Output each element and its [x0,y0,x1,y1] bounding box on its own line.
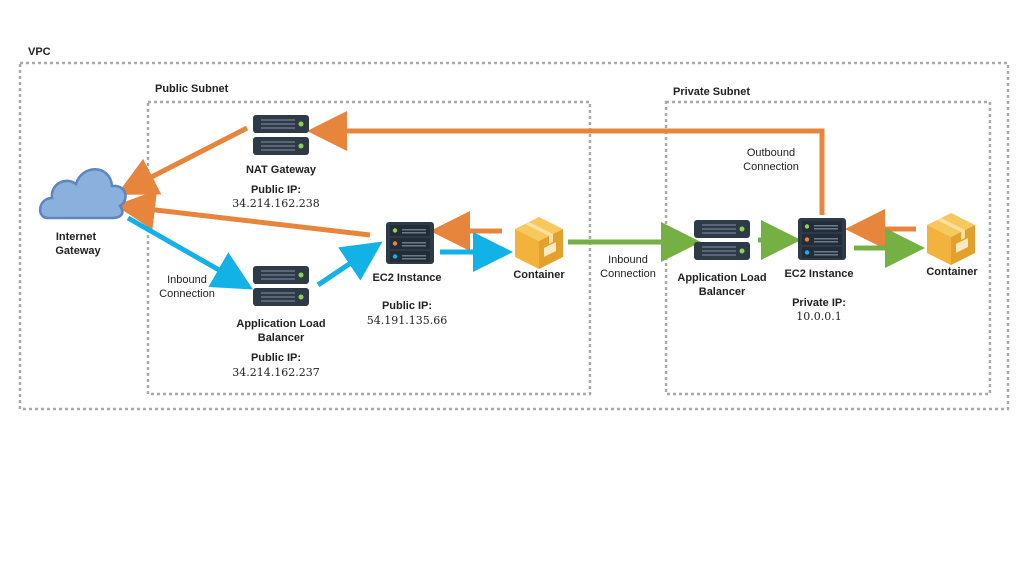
public-inbound-caption-line2: Connection [159,288,215,300]
nat-gateway-ip-label: Public IP: [251,184,301,196]
public-alb-ip-label: Public IP: [251,352,301,364]
public-subnet-boundary: Public Subnet [146,83,592,396]
private-alb-label-line2: Balancer [699,286,746,298]
private-container: Container [926,213,978,278]
public-ec2-instance: EC2 Instance Public IP: 54.191.135.66 [367,222,447,327]
vpc-label: VPC [28,46,51,58]
public-container: Container [513,217,565,281]
private-subnet-label: Private Subnet [673,86,750,98]
cloud-icon [39,168,127,220]
private-inbound-caption-line2: Connection [600,268,656,280]
package-box-icon [515,217,563,269]
arrows [115,111,925,290]
public-alb-label-line1: Application Load [236,318,325,330]
nat-gateway-label: NAT Gateway [246,164,317,176]
public-ec2-label: EC2 Instance [372,272,441,284]
private-ec2-label: EC2 Instance [784,268,853,280]
igw-to-alb-arrow [126,215,254,290]
private-ec2-ip-label: Private IP: [792,297,846,309]
outbound-caption: Outbound Connection [743,147,799,173]
public-application-load-balancer: Application Load Balancer Public IP: 34.… [232,266,326,379]
public-alb-ip: 34.214.162.237 [232,366,319,379]
alb-to-ec2-arrow [316,241,383,288]
internet-gateway-label-line1: Internet [56,231,97,243]
nat-to-igw-arrow [116,125,249,195]
server-icon [253,115,309,155]
nat-gateway-ip: 34.214.162.238 [232,197,319,210]
public-inbound-caption-line1: Inbound [167,274,207,286]
private-container-label: Container [926,266,978,278]
private-ec2-ip: 10.0.0.1 [796,310,841,323]
public-ec2-ip: 54.191.135.66 [367,314,447,327]
server-icon [694,220,750,260]
private-inbound-caption: Inbound Connection [600,254,656,280]
outbound-arrow [307,111,825,215]
private-ec2-instance: EC2 Instance Private IP: 10.0.0.1 [784,218,854,323]
server-icon [253,266,309,306]
server-rack-icon [386,222,434,264]
private-application-load-balancer: Application Load Balancer [677,220,767,298]
public-container-label: Container [513,269,565,281]
outbound-caption-line2: Connection [743,161,799,173]
public-subnet-label: Public Subnet [155,83,229,95]
ec2-to-igw-arrow [115,190,371,238]
internet-gateway-label-line2: Gateway [55,245,101,257]
outbound-caption-line1: Outbound [747,147,795,159]
public-inbound-caption: Inbound Connection [159,274,215,300]
public-alb-label-line2: Balancer [258,332,305,344]
vpc-boundary: VPC [18,46,1010,411]
nat-gateway: NAT Gateway Public IP: 34.214.162.238 [232,115,320,210]
server-rack-icon [798,218,846,260]
package-box-icon [927,213,975,265]
private-inbound-caption-line1: Inbound [608,254,648,266]
internet-gateway: Internet Gateway [39,168,127,257]
private-alb-label-line1: Application Load [677,272,766,284]
public-ec2-ip-label: Public IP: [382,300,432,312]
